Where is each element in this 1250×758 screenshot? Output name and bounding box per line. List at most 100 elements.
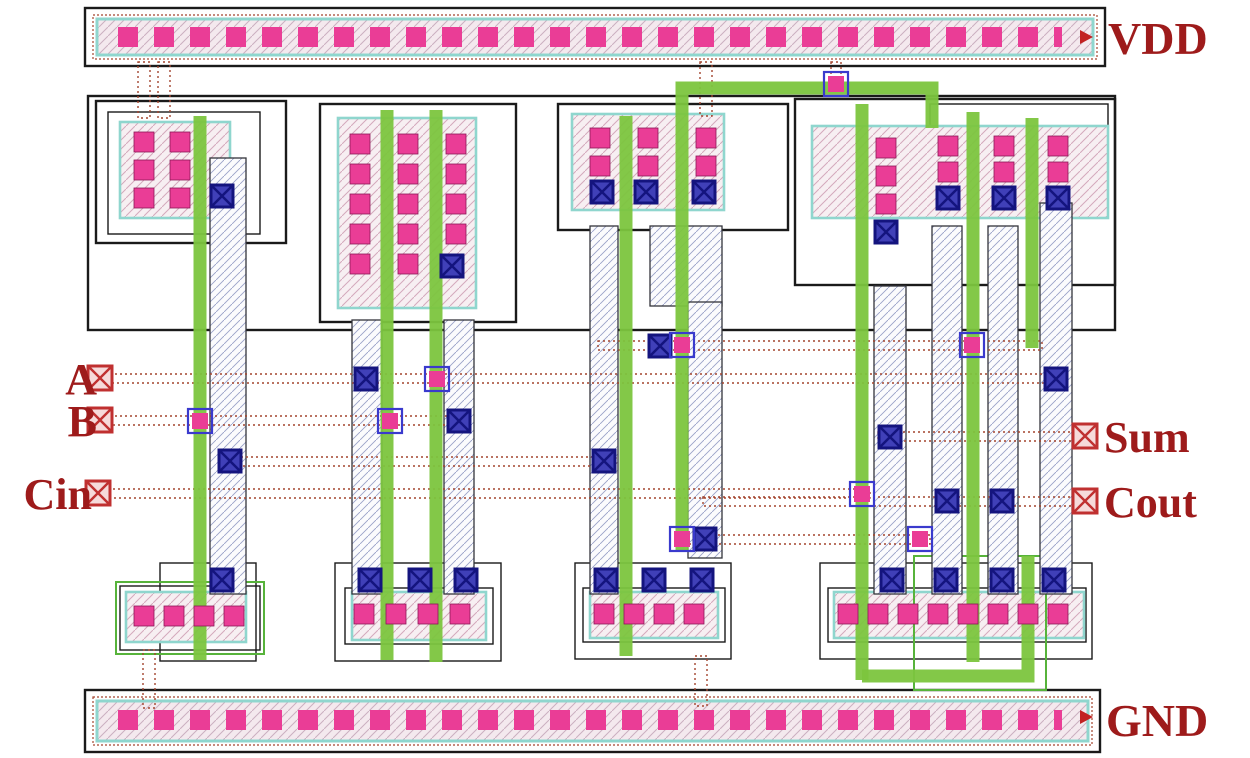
pink-contact (133, 159, 155, 181)
pink-contact (837, 603, 859, 625)
metal-strip (589, 225, 619, 595)
pmos-block-2-outline (318, 102, 518, 324)
metal-strip (443, 319, 475, 595)
via-contact (1045, 185, 1071, 211)
poly-line (675, 81, 939, 552)
via-contact (1041, 567, 1067, 593)
via-contact (873, 219, 899, 245)
via-contact (407, 567, 433, 593)
sum-label: Sum (1104, 413, 1190, 462)
pink-contact (445, 193, 467, 215)
pink-contact (133, 131, 155, 153)
via-contact (989, 488, 1015, 514)
a-label: A (65, 355, 97, 404)
routing-track-b (99, 415, 469, 426)
pink-contact (349, 133, 371, 155)
pink-contact (637, 127, 659, 149)
pink-contact (987, 603, 1009, 625)
pink-contact (653, 603, 675, 625)
via-contact (453, 567, 479, 593)
via-contact (1043, 366, 1069, 392)
metal-strips (209, 157, 1073, 595)
nmos-block-1-guard (115, 581, 265, 655)
via-contact (989, 567, 1015, 593)
pink-contact (193, 605, 215, 627)
via-contact (641, 567, 667, 593)
vdd-contact-row (110, 26, 1062, 48)
vdd-rail-outline (83, 6, 1107, 68)
via-contact (933, 567, 959, 593)
pink-contact (163, 605, 185, 627)
pink-contact (1017, 603, 1039, 625)
pmos-block-1-inner (107, 111, 261, 235)
metal-strip (987, 225, 1019, 595)
pink-contact (397, 253, 419, 275)
vdd-label: VDD (1108, 13, 1208, 64)
pink-contact (449, 603, 471, 625)
port-sum (1071, 422, 1099, 450)
pink-contact (875, 193, 897, 215)
gnd-contact-row (110, 709, 1062, 731)
pink-contact (445, 163, 467, 185)
pink-contact (589, 155, 611, 177)
pink-contact (397, 163, 419, 185)
via-contact (591, 448, 617, 474)
vdd-stub (137, 61, 151, 119)
pink-contact (133, 605, 155, 627)
pmos-block-1-outline (94, 99, 288, 245)
pink-contact (589, 127, 611, 149)
pink-contact (937, 135, 959, 157)
pink-contact (897, 603, 919, 625)
pink-contact (169, 131, 191, 153)
pink-contact (385, 603, 407, 625)
via-contact (691, 179, 717, 205)
via-contact (935, 185, 961, 211)
routing-track (597, 340, 1043, 351)
pink-contact (397, 223, 419, 245)
pink-contact (593, 603, 615, 625)
pink-contact (445, 133, 467, 155)
pink-contact (637, 155, 659, 177)
pink-contact (397, 193, 419, 215)
pink-contact (957, 603, 979, 625)
pink-contact (445, 223, 467, 245)
pink-contact (1047, 161, 1069, 183)
gnd-stub (694, 655, 708, 707)
via-contact (991, 185, 1017, 211)
via-contact (589, 179, 615, 205)
vdd-marker-icon (1080, 30, 1093, 44)
pink-contact (875, 165, 897, 187)
pink-contact (993, 161, 1015, 183)
pink-contact (397, 133, 419, 155)
via-contact (209, 567, 235, 593)
nmos-block-1-inner (119, 585, 261, 651)
cout-label: Cout (1104, 478, 1197, 527)
pink-contact (695, 127, 717, 149)
routing-track-a (99, 373, 1066, 384)
pink-contact (169, 159, 191, 181)
via-contact (439, 253, 465, 279)
via-contact (633, 179, 659, 205)
via-contact (446, 408, 472, 434)
gnd-rail-outline (83, 688, 1102, 754)
gnd-stub (142, 649, 156, 709)
via-contact (593, 567, 619, 593)
poly-contact (906, 525, 934, 553)
pink-contact (133, 187, 155, 209)
vdd-rail (83, 6, 1107, 68)
pink-contact (169, 187, 191, 209)
via-contact (647, 333, 673, 359)
via-contact (877, 424, 903, 450)
pink-contact (223, 605, 245, 627)
gnd-rail-metal (92, 696, 1093, 746)
pink-contact (349, 193, 371, 215)
via-contact (217, 448, 243, 474)
pink-contact (417, 603, 439, 625)
pmos-block-1 (94, 99, 288, 245)
pink-contact (1047, 135, 1069, 157)
via-contact (209, 183, 235, 209)
vdd-rail-metal (92, 14, 1098, 60)
pink-contact (875, 137, 897, 159)
via-contact (692, 526, 718, 552)
